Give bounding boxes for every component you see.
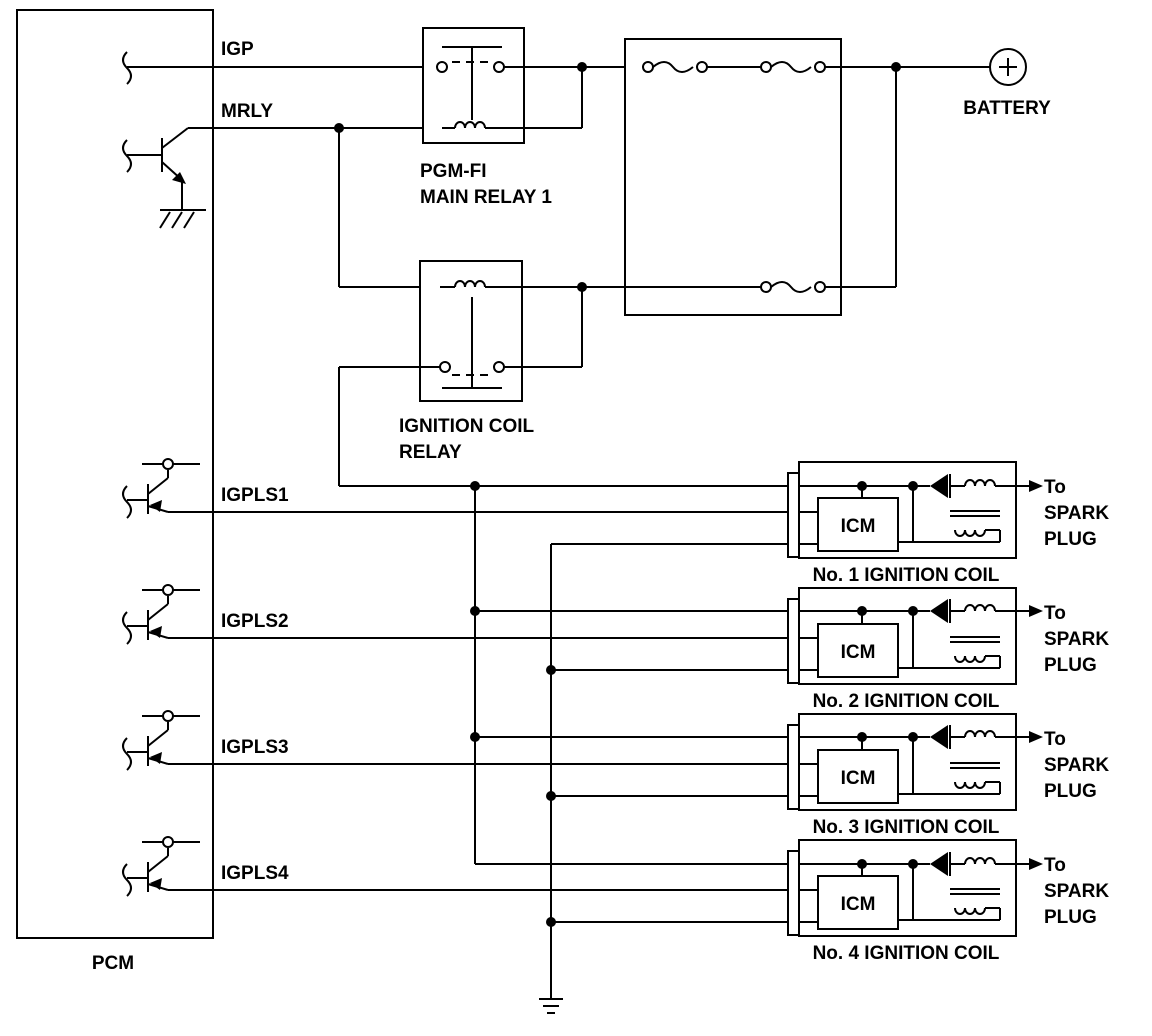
emitter-arrow-icon	[150, 626, 162, 638]
spark-plug-label-3: PLUG	[1044, 529, 1097, 550]
icm-box	[817, 623, 899, 678]
emitter-arrow-icon	[150, 878, 162, 890]
icm-box	[817, 875, 899, 930]
fuse-icon	[770, 61, 812, 73]
ground-symbol-icon	[539, 990, 563, 1014]
pin-label-mrly: MRLY	[221, 101, 273, 122]
icm-box	[817, 749, 899, 804]
pcm-label: PCM	[92, 953, 134, 974]
coil-relay-label-2: RELAY	[399, 442, 462, 463]
spark-plug-label-2: SPARK	[1044, 755, 1109, 776]
igpls4-transistor	[122, 836, 200, 897]
coil-winding-icon	[954, 529, 986, 537]
pcm-box	[16, 9, 214, 939]
coil-label: No. 2 IGNITION COIL	[813, 691, 1000, 712]
spark-plug-label-2: SPARK	[1044, 629, 1109, 650]
contact-icon	[493, 61, 505, 73]
fuse-icon	[652, 61, 694, 73]
emitter-arrow-icon	[150, 752, 162, 764]
spark-plug-label-3: PLUG	[1044, 781, 1097, 802]
icm-label: ICM	[841, 642, 876, 663]
spark-plug-label-1: To	[1044, 729, 1066, 750]
pin-label-igpls4: IGPLS4	[221, 863, 289, 884]
fuse-box	[624, 38, 896, 316]
arrow-right-icon	[1029, 731, 1043, 743]
ignition-coil-relay: IGNITION COIL RELAY	[399, 260, 582, 463]
ignition-coil-4: ICM To SPARK PLUG No. 4 IGNITION COIL	[787, 839, 1109, 964]
contact-icon	[436, 61, 448, 73]
icm-label: ICM	[841, 768, 876, 789]
ignition-coil-1: ICM To SPARK PLUG No. 1 IGNITION COIL	[787, 461, 1109, 586]
junction-dot	[577, 62, 587, 72]
coil-connector	[787, 850, 800, 936]
main-relay: PGM-FI MAIN RELAY 1	[420, 27, 552, 208]
battery: BATTERY	[963, 48, 1051, 119]
terminal-icon	[162, 458, 174, 470]
coil-label: No. 1 IGNITION COIL	[813, 565, 1000, 586]
igpls3-transistor	[122, 710, 200, 771]
pin-label-igpls1: IGPLS1	[221, 485, 289, 506]
main-relay-box	[422, 27, 525, 144]
mrly-transistor	[122, 127, 206, 229]
icm-label: ICM	[841, 894, 876, 915]
fuse-icon	[770, 281, 812, 293]
diode-icon	[930, 725, 948, 749]
coil-connector	[787, 472, 800, 558]
contact-icon	[493, 361, 505, 373]
coil-winding-icon	[964, 479, 996, 487]
battery-label: BATTERY	[963, 98, 1051, 119]
coil-label: No. 3 IGNITION COIL	[813, 817, 1000, 838]
spark-plug-label-2: SPARK	[1044, 881, 1109, 902]
coil-label: No. 4 IGNITION COIL	[813, 943, 1000, 964]
terminal-icon	[162, 836, 174, 848]
spark-plug-label-2: SPARK	[1044, 503, 1109, 524]
coil-winding-icon	[954, 655, 986, 663]
emitter-arrow-icon	[150, 500, 162, 512]
pcm-module: PCM IGP MRLY	[16, 9, 442, 974]
pin-label-igp: IGP	[221, 39, 254, 60]
arrow-right-icon	[1029, 858, 1043, 870]
ignition-coil-2: ICM To SPARK PLUG No. 2 IGNITION COIL	[787, 587, 1109, 712]
fuse-box-outline	[624, 38, 842, 316]
spark-plug-label-1: To	[1044, 603, 1066, 624]
coil-connector	[787, 598, 800, 684]
spark-plug-label-1: To	[1044, 477, 1066, 498]
igpls2-transistor	[122, 584, 200, 645]
arrow-right-icon	[1029, 480, 1043, 492]
pin-label-igpls2: IGPLS2	[221, 611, 289, 632]
icm-box	[817, 497, 899, 552]
spark-plug-label-1: To	[1044, 855, 1066, 876]
diode-icon	[930, 474, 948, 498]
main-relay-label-2: MAIN RELAY 1	[420, 187, 552, 208]
coil-winding-icon	[954, 907, 986, 915]
igpls1-transistor	[122, 458, 200, 519]
coil-winding-icon	[964, 604, 996, 612]
spark-plug-label-3: PLUG	[1044, 907, 1097, 928]
contact-icon	[439, 361, 451, 373]
terminal-icon	[162, 710, 174, 722]
coil-connector	[787, 724, 800, 810]
main-relay-label-1: PGM-FI	[420, 161, 487, 182]
diode-icon	[930, 852, 948, 876]
terminal-icon	[162, 584, 174, 596]
coil-winding-icon	[964, 857, 996, 865]
diode-icon	[930, 599, 948, 623]
spark-plug-label-3: PLUG	[1044, 655, 1097, 676]
coil-winding-icon	[964, 730, 996, 738]
pin-label-igpls3: IGPLS3	[221, 737, 289, 758]
ignition-coil-3: ICM To SPARK PLUG No. 3 IGNITION COIL	[787, 713, 1109, 838]
coil-icon	[454, 121, 486, 129]
icm-label: ICM	[841, 516, 876, 537]
coil-icon	[454, 280, 486, 288]
coil-winding-icon	[954, 781, 986, 789]
coil-relay-label-1: IGNITION COIL	[399, 416, 535, 437]
arrow-right-icon	[1029, 605, 1043, 617]
